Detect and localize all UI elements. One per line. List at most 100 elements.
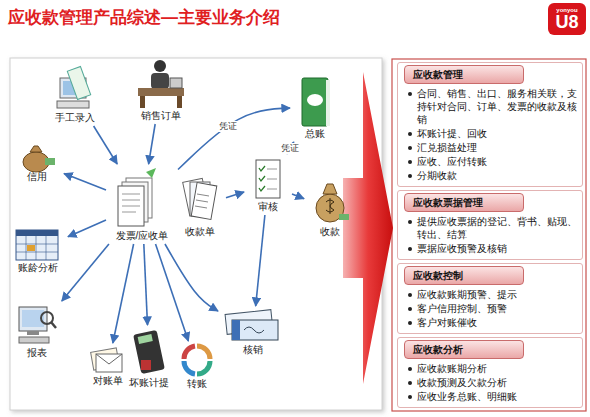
panel-heading: 应收款控制	[404, 266, 524, 285]
bullet-row: 票据应收预警及核销	[408, 242, 578, 255]
bullet-row: 汇兑损益处理	[408, 141, 578, 154]
bullet-row: 应收业务总账、明细账	[408, 390, 578, 403]
process-icon: 信用	[12, 143, 62, 183]
page-title: 应收款管理产品综述—主要业务介绍	[8, 6, 280, 29]
node-label: 坏账计提	[122, 377, 176, 389]
feature-panel: 应收款管理合同、销售、出口、服务相关联，支持针对合同、订单、发票的收款及核销坏账…	[397, 62, 583, 187]
bullet-row: 客户对账催收	[408, 316, 578, 329]
computer-icon	[57, 67, 91, 108]
bullet-row: 分期收款	[408, 169, 578, 182]
process-icon: 总账	[292, 74, 338, 140]
bullet-row: 应收款账期分析	[408, 362, 578, 375]
process-icon: 审核	[246, 156, 290, 213]
bullet-row: 坏账计提、回收	[408, 127, 578, 140]
bullet-dot	[408, 381, 412, 385]
ledger-book-icon	[302, 78, 330, 126]
flow-arrow	[256, 215, 265, 306]
process-icon: 发票/应收单	[108, 166, 176, 242]
process-icon: 手工录入	[48, 68, 102, 124]
logo	[548, 3, 586, 35]
big-arrow	[343, 72, 393, 384]
flow-arrow	[64, 174, 106, 190]
flow-arrow	[94, 126, 118, 164]
bullet-text: 票据应收预警及核销	[417, 242, 507, 255]
bullet-text: 分期收款	[417, 169, 457, 182]
bullet-text: 收款预测及欠款分析	[417, 376, 507, 389]
node-label: 核销	[220, 344, 286, 356]
process-icon: 收款单	[176, 174, 224, 238]
node-label: 收款单	[176, 226, 224, 238]
report-monitor-icon	[19, 307, 56, 343]
node-label: 信用	[12, 171, 62, 183]
process-icon: 收款	[306, 180, 354, 238]
bullet-row: 合同、销售、出口、服务相关联，支持针对合同、订单、发票的收款及核销	[408, 87, 578, 126]
money-bag-icon	[23, 146, 55, 172]
bullet-text: 汇兑损益处理	[417, 141, 477, 154]
edge-label: 凭证	[280, 143, 300, 154]
diagram-panel	[10, 58, 382, 410]
node-label: 发票/应收单	[108, 230, 176, 242]
node-label: 转账	[176, 378, 218, 390]
bullet-dot	[408, 160, 412, 164]
money-bag-icon	[316, 184, 349, 222]
bullet-text: 合同、销售、出口、服务相关联，支持针对合同、订单、发票的收款及核销	[417, 87, 578, 126]
feature-panel: 应收款票据管理提供应收票据的登记、背书、贴现、转出、结算票据应收预警及核销	[397, 190, 583, 260]
bullet-dot	[408, 132, 412, 136]
bullet-dot	[408, 307, 412, 311]
bullet-text: 应收业务总账、明细账	[417, 390, 517, 403]
bullet-row: 应收、应付转账	[408, 155, 578, 168]
flow-arrow	[62, 244, 109, 301]
flow-arrow	[156, 244, 189, 341]
bullet-text: 坏账计提、回收	[417, 127, 487, 140]
bullet-row: 客户信用控制、预警	[408, 302, 578, 315]
checklist-icon	[256, 160, 280, 198]
feature-panel: 应收款控制应收款账期预警、提示客户信用控制、预警客户对账催收	[397, 263, 583, 334]
calendar-icon	[16, 230, 58, 260]
cycle-icon	[184, 346, 210, 374]
panel-heading-row: 应收款管理	[402, 63, 578, 87]
process-icon: 账龄分析	[10, 226, 66, 274]
bullet-dot	[408, 321, 412, 325]
bullet-text: 应收款账期分析	[417, 362, 487, 375]
bullet-text: 应收款账期预警、提示	[417, 288, 517, 301]
feature-frame	[392, 59, 586, 411]
node-label: 销售订单	[132, 110, 190, 122]
node-label: 报表	[12, 347, 62, 359]
process-icon: 坏账计提	[122, 327, 176, 389]
panel-heading-row: 应收款控制	[402, 264, 578, 288]
flow-arrow	[113, 244, 134, 343]
panel-heading-row: 应收款分析	[402, 338, 578, 362]
node-label: 手工录入	[48, 112, 102, 124]
process-icon: 报表	[12, 303, 62, 359]
bullet-text: 客户对账催收	[417, 316, 477, 329]
bullet-row: 提供应收票据的登记、背书、贴现、转出、结算	[408, 215, 578, 241]
cheque-icon	[225, 310, 278, 340]
flow-arrow	[226, 192, 244, 198]
feature-panel: 应收款分析应收款账期分析收款预测及欠款分析应收业务总账、明细账	[397, 337, 583, 408]
receipt-stack-icon	[183, 178, 217, 219]
clerk-icon	[138, 60, 184, 108]
document-stack-icon	[118, 168, 156, 226]
calculator-icon	[133, 330, 165, 374]
envelope-icon	[91, 348, 122, 372]
process-icon: 对账单	[83, 345, 133, 387]
flow-arrow	[292, 194, 304, 199]
flow-arrow	[178, 108, 290, 169]
panel-heading: 应收款分析	[404, 340, 524, 359]
node-label: 收款	[306, 226, 354, 238]
bullet-dot	[408, 293, 412, 297]
bullet-dot	[408, 247, 412, 251]
process-icon: 核销	[220, 308, 286, 356]
node-label: 总账	[292, 128, 338, 140]
bullet-dot	[408, 367, 412, 371]
bullet-dot	[408, 395, 412, 399]
flow-arrow	[165, 244, 218, 311]
panel-heading-row: 应收款票据管理	[402, 191, 578, 215]
logo-mark: U8	[548, 12, 586, 32]
process-icon: 转账	[176, 343, 218, 390]
bullet-dot	[408, 92, 412, 96]
node-label: 账龄分析	[10, 262, 66, 274]
panel-heading: 应收款管理	[404, 65, 524, 84]
